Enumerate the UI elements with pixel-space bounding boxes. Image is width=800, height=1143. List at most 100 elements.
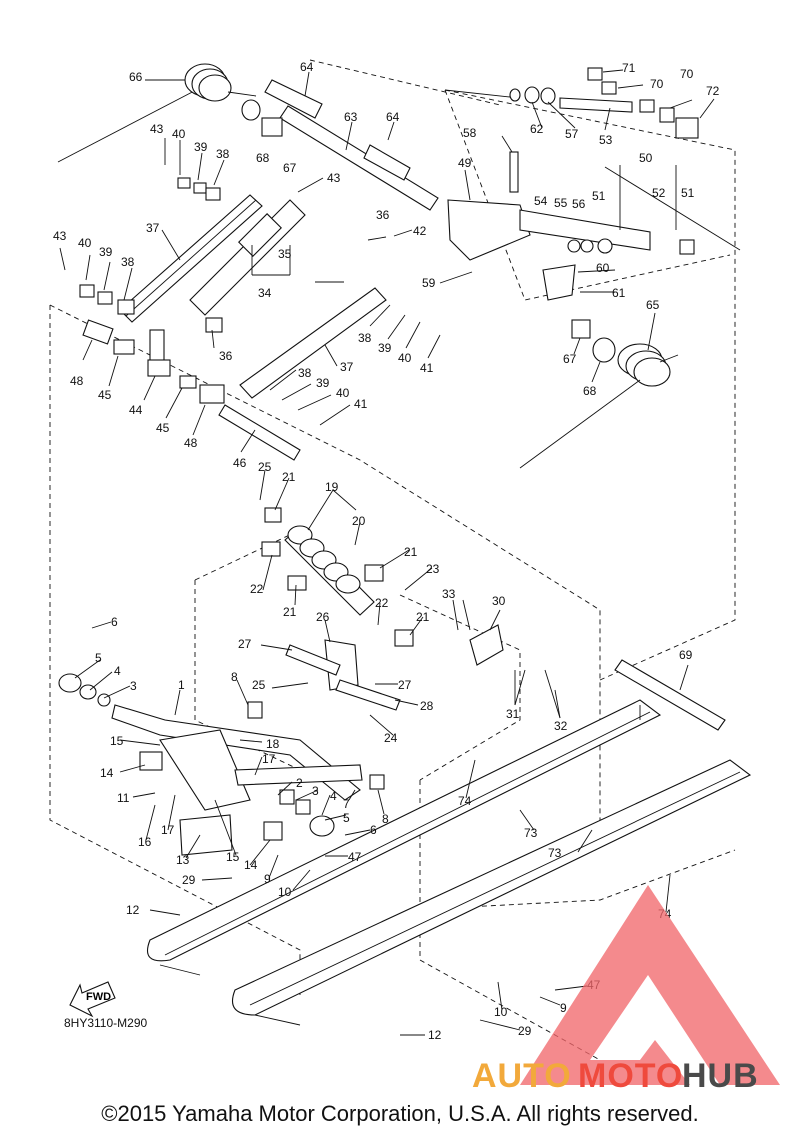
part-number-labels: 66 64 64 63 68 67 43 40 39 38 43 37 43 4… xyxy=(53,60,720,1042)
part-label: 34 xyxy=(258,286,272,300)
rear-arm-1 xyxy=(58,673,385,856)
part-label: 43 xyxy=(327,171,341,185)
part-label: 18 xyxy=(266,737,280,751)
part-label: 38 xyxy=(298,366,312,380)
washer-68 xyxy=(241,99,261,121)
part-label: 23 xyxy=(426,562,440,576)
part-label: 27 xyxy=(398,678,412,692)
lower-arm-37b xyxy=(239,287,387,399)
part-label: 64 xyxy=(386,110,400,124)
part-label: 20 xyxy=(352,514,366,528)
part-label: 38 xyxy=(358,331,372,345)
part-label: 11 xyxy=(117,791,130,805)
part-label: 67 xyxy=(283,161,297,175)
drawing-code: 8HY3110-M290 xyxy=(64,1016,148,1030)
part-label: 49 xyxy=(458,156,472,170)
upper-arm-37 xyxy=(119,194,263,323)
part-label: 29 xyxy=(518,1024,532,1038)
watermark-auto: AUTO xyxy=(472,1057,572,1095)
part-label: 3 xyxy=(130,679,137,693)
part-label: 51 xyxy=(681,186,695,200)
part-label: 54 xyxy=(534,194,548,208)
part-label: 31 xyxy=(506,707,520,721)
part-label: 40 xyxy=(336,386,350,400)
part-label: 68 xyxy=(583,384,597,398)
shock-34 xyxy=(189,199,306,316)
part-label: 74 xyxy=(458,794,472,808)
part-label: 45 xyxy=(156,421,170,435)
part-label: 27 xyxy=(238,637,252,651)
part-label: 55 xyxy=(554,196,568,210)
part-label: 36 xyxy=(219,349,233,363)
part-label: 48 xyxy=(184,436,198,450)
part-label: 72 xyxy=(706,84,720,98)
part-label: 69 xyxy=(679,648,693,662)
part-label: 4 xyxy=(330,789,337,803)
part-label: 73 xyxy=(548,846,562,860)
part-label: 36 xyxy=(376,208,390,222)
shock-absorber-19 xyxy=(261,507,414,647)
part-label: 41 xyxy=(354,397,368,411)
part-label: 29 xyxy=(182,873,196,887)
fwd-arrow-icon: FWD xyxy=(69,981,116,1018)
part-label: 6 xyxy=(370,823,377,837)
part-label: 13 xyxy=(176,853,190,867)
part-label: 25 xyxy=(258,460,272,474)
part-label: 21 xyxy=(283,605,297,619)
part-label: 9 xyxy=(264,872,271,886)
part-label: 45 xyxy=(98,388,112,402)
bushing-64 xyxy=(264,79,411,181)
part-label: 1 xyxy=(178,678,185,692)
part-label: 47 xyxy=(348,850,362,864)
part-label: 70 xyxy=(650,77,664,91)
part-label: 43 xyxy=(53,229,67,243)
part-label: 14 xyxy=(244,858,258,872)
part-label: 26 xyxy=(316,610,330,624)
watermark-moto: MOTO xyxy=(578,1057,684,1095)
slide-rail-right xyxy=(231,759,752,1026)
shaft-63 xyxy=(279,105,439,211)
part-label: 41 xyxy=(420,361,434,375)
spring-66 xyxy=(57,63,257,163)
part-label: 16 xyxy=(138,835,152,849)
part-label: 62 xyxy=(530,122,544,136)
part-label: 52 xyxy=(652,186,666,200)
part-label: 42 xyxy=(413,224,427,238)
part-label: 4 xyxy=(114,664,121,678)
part-label: 67 xyxy=(563,352,577,366)
part-label: 17 xyxy=(161,823,175,837)
part-label: 40 xyxy=(398,351,412,365)
part-label: 39 xyxy=(378,341,392,355)
leader-lines xyxy=(59,69,741,1036)
part-label: 21 xyxy=(282,470,296,484)
part-label: 46 xyxy=(233,456,247,470)
part-label: 39 xyxy=(99,245,113,259)
part-label: 15 xyxy=(226,850,240,864)
part-label: 61 xyxy=(612,286,626,300)
part-label: 8 xyxy=(382,812,389,826)
bracket-26 xyxy=(247,624,504,719)
part-label: 7 xyxy=(343,797,350,811)
part-label: 3 xyxy=(312,784,319,798)
part-label: 37 xyxy=(340,360,354,374)
part-label: 22 xyxy=(375,596,389,610)
part-label: 5 xyxy=(95,651,102,665)
watermark-hub: HUB xyxy=(682,1057,759,1095)
part-label: 63 xyxy=(344,110,358,124)
part-label: 60 xyxy=(596,261,610,275)
part-label: 38 xyxy=(216,147,230,161)
part-label: 50 xyxy=(639,151,653,165)
part-label: 40 xyxy=(78,236,92,250)
part-label: 48 xyxy=(70,374,84,388)
bushings-left xyxy=(79,177,301,461)
part-label: 15 xyxy=(110,734,124,748)
part-label: 73 xyxy=(524,826,538,840)
part-label: 22 xyxy=(250,582,264,596)
part-label: 25 xyxy=(252,678,266,692)
part-label: 53 xyxy=(599,133,613,147)
part-label: 19 xyxy=(325,480,339,494)
part-label: 28 xyxy=(420,699,434,713)
part-label: 2 xyxy=(296,776,303,790)
part-label: 39 xyxy=(194,140,208,154)
